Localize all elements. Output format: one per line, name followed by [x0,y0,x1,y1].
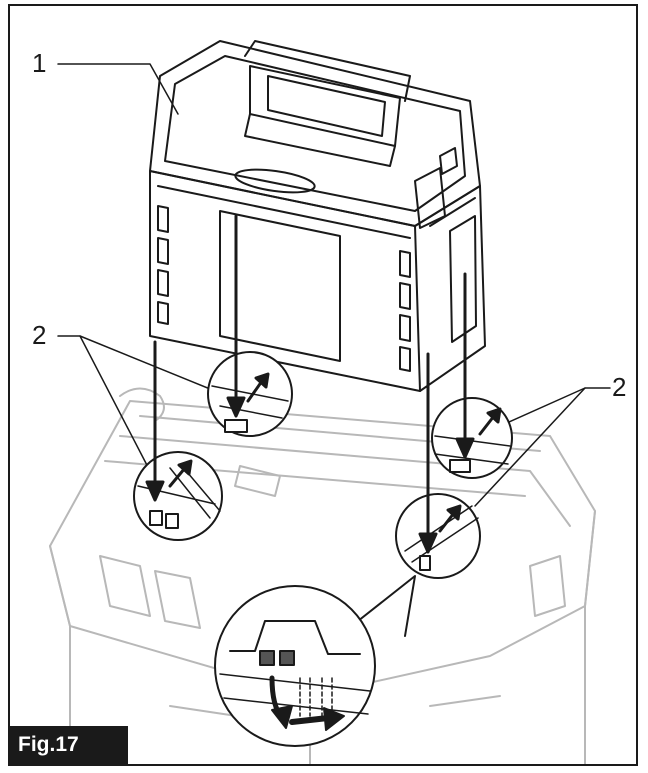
assembly-illustration [49,40,611,764]
leader-lines [57,63,611,507]
callout-2-left: 2 [32,320,47,350]
callout-2-right: 2 [612,372,627,402]
figure-label: Fig.17 [10,726,128,764]
magnified-latch-detail [214,575,416,747]
detail-circle-front-left [207,351,293,437]
upper-toolbox [149,40,486,392]
guide-arrows [145,214,475,554]
figure-frame: 1 2 2 Fig.17 [8,4,638,766]
detail-circle-right-front [395,493,481,579]
push-arrows [168,372,502,533]
callout-1: 1 [32,48,47,78]
lower-toolbox [49,387,596,764]
